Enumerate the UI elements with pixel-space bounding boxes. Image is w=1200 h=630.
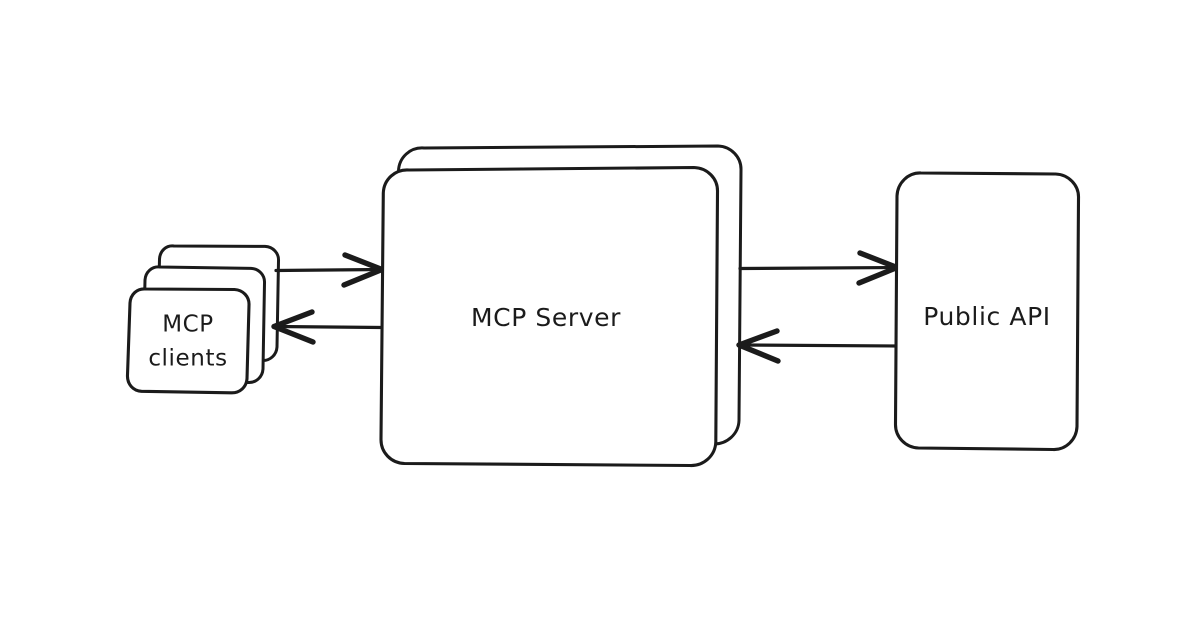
edge-server-to-api[interactable] xyxy=(738,250,900,286)
node-mcp-clients[interactable]: MCP clients xyxy=(125,244,281,395)
public-api-shape xyxy=(893,171,1081,452)
mcp-clients-stack-layer-front xyxy=(125,287,251,395)
edge-api-to-server-arrowhead xyxy=(736,328,781,364)
mcp-server-stack-layer-front xyxy=(379,165,720,468)
node-mcp-server[interactable]: MCP Server xyxy=(379,144,743,468)
mcp-clients-label-line2: clients xyxy=(148,346,227,372)
edge-server-to-clients-arrowhead xyxy=(271,309,316,345)
edge-server-to-api-line xyxy=(738,265,898,271)
node-public-api[interactable]: Public API xyxy=(893,171,1081,452)
edge-api-to-server-line xyxy=(739,343,899,348)
edge-api-to-server[interactable] xyxy=(736,328,899,364)
mcp-clients-label-line1: MCP xyxy=(162,312,214,338)
edge-server-to-clients-line xyxy=(274,324,384,330)
edge-clients-to-server[interactable] xyxy=(274,252,385,288)
edge-server-to-clients[interactable] xyxy=(271,309,384,345)
edge-clients-to-server-line xyxy=(274,267,383,273)
mcp-server-label: MCP Server xyxy=(471,303,621,332)
public-api-label: Public API xyxy=(923,302,1050,331)
